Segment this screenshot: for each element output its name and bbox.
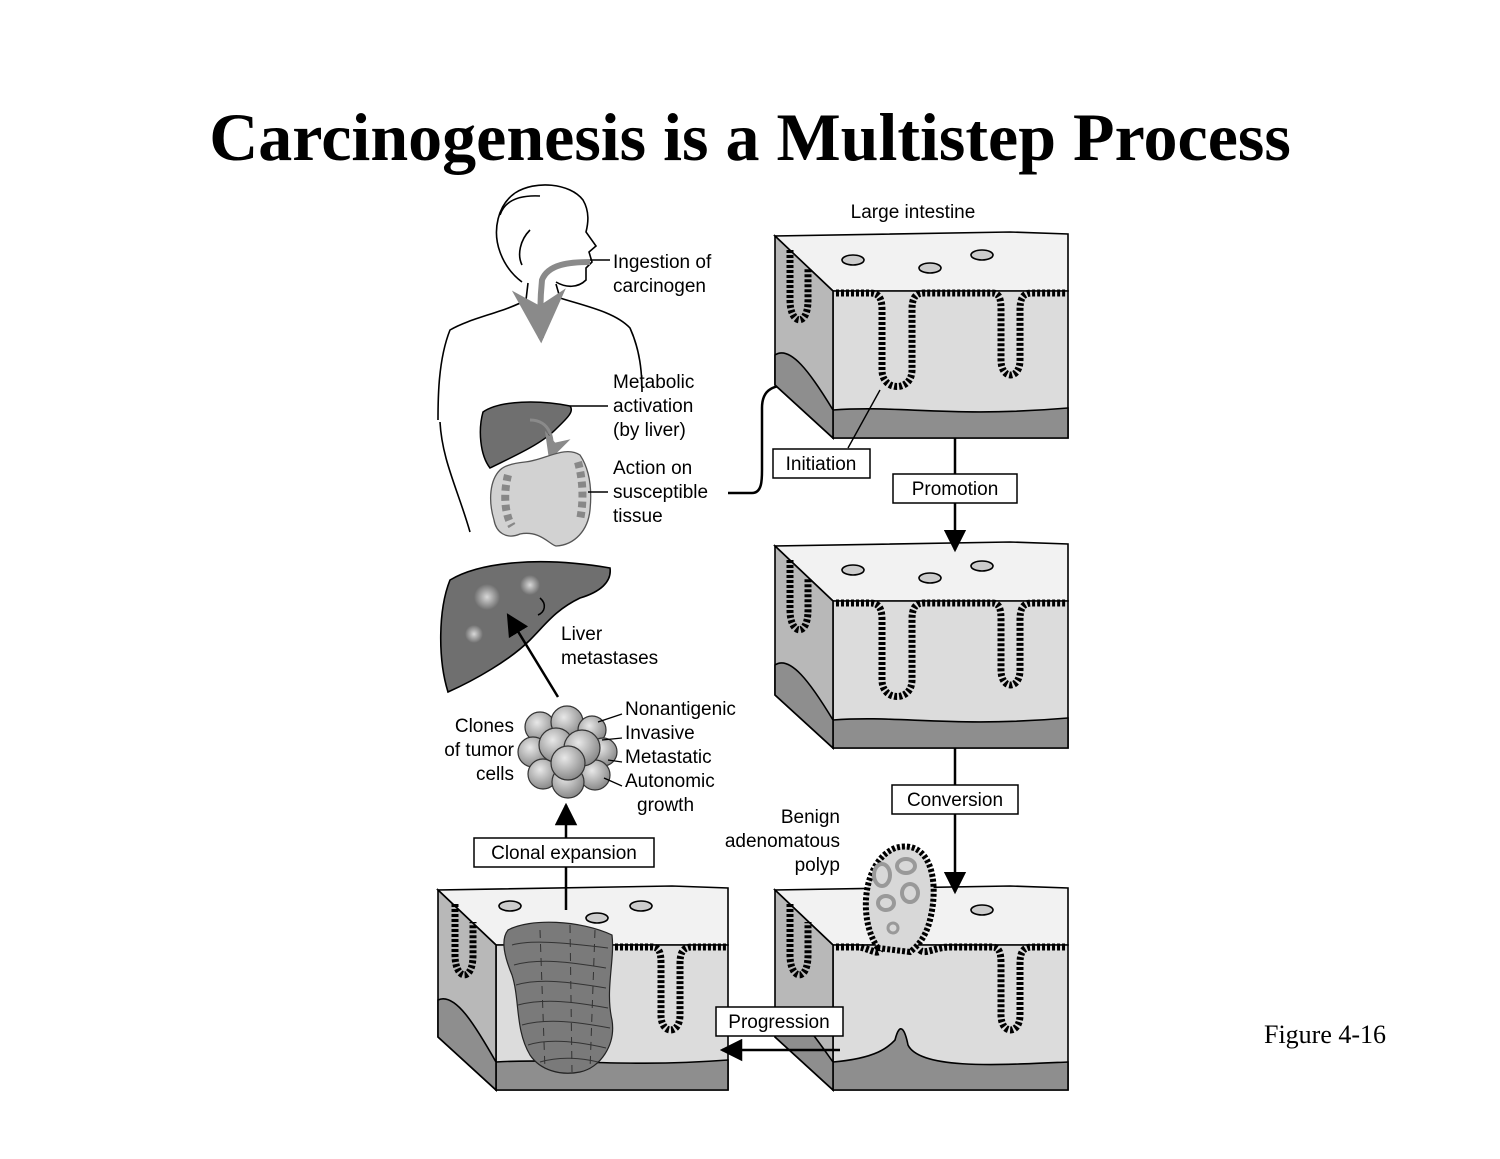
svg-text:polyp: polyp [795, 855, 840, 876]
benign-polyp-icon [862, 843, 937, 956]
svg-text:Progression: Progression [728, 1012, 829, 1033]
svg-text:growth: growth [637, 795, 694, 816]
conversion-box: Conversion [891, 784, 1019, 815]
slide-title: Carcinogenesis is a Multistep Process [209, 99, 1291, 175]
svg-text:Clones: Clones [455, 716, 514, 737]
svg-text:Action on: Action on [613, 458, 692, 479]
figure-number: Figure 4-16 [1264, 1020, 1387, 1049]
svg-text:cells: cells [476, 764, 514, 785]
svg-text:activation: activation [613, 396, 693, 417]
ingestion-arrow [511, 259, 591, 344]
svg-text:adenomatous: adenomatous [725, 831, 840, 852]
svg-text:(by liver): (by liver) [613, 420, 686, 441]
svg-text:Metastatic: Metastatic [625, 747, 712, 768]
svg-text:Liver: Liver [561, 624, 603, 645]
svg-text:Metabolic: Metabolic [613, 372, 694, 393]
tissue-block-initial [773, 231, 1069, 440]
body-liver-icon [479, 401, 572, 469]
invasive-tumor-mass [503, 921, 614, 1074]
clones-label: Clones of tumor cells [444, 716, 514, 785]
tumor-properties-label: Nonantigenic Invasive Metastatic Autonom… [625, 699, 736, 816]
tumor-cell-cluster [517, 705, 618, 799]
svg-text:Autonomic: Autonomic [625, 771, 715, 792]
svg-text:Initiation: Initiation [786, 454, 857, 475]
clonal-expansion-box: Clonal expansion [473, 837, 655, 868]
svg-text:Conversion: Conversion [907, 790, 1003, 811]
svg-text:carcinogen: carcinogen [613, 276, 706, 297]
action-label: Action on susceptible tissue [613, 458, 708, 527]
svg-text:Promotion: Promotion [912, 479, 999, 500]
promotion-box: Promotion [892, 473, 1018, 504]
svg-text:Nonantigenic: Nonantigenic [625, 699, 736, 720]
svg-text:tissue: tissue [613, 506, 663, 527]
svg-text:of tumor: of tumor [444, 740, 514, 761]
svg-text:metastases: metastases [561, 648, 658, 669]
svg-text:Clonal expansion: Clonal expansion [491, 843, 637, 864]
initiation-box: Initiation [772, 448, 871, 479]
tissue-block-promoted [773, 541, 1069, 750]
ingestion-label: Ingestion of carcinogen [613, 252, 712, 297]
body-colon-icon [489, 450, 592, 547]
liver-metastases-label: Liver metastases [561, 624, 658, 669]
svg-text:Ingestion of: Ingestion of [613, 252, 712, 273]
svg-text:susceptible: susceptible [613, 482, 708, 503]
progression-box: Progression [715, 1006, 844, 1037]
svg-text:Invasive: Invasive [625, 723, 695, 744]
svg-text:Benign: Benign [781, 807, 840, 828]
polyp-label: Benign adenomatous polyp [725, 807, 840, 876]
metabolic-activation-label: Metabolic activation (by liver) [613, 372, 694, 441]
metastasis-arrow [506, 613, 560, 698]
large-intestine-label: Large intestine [851, 202, 976, 223]
